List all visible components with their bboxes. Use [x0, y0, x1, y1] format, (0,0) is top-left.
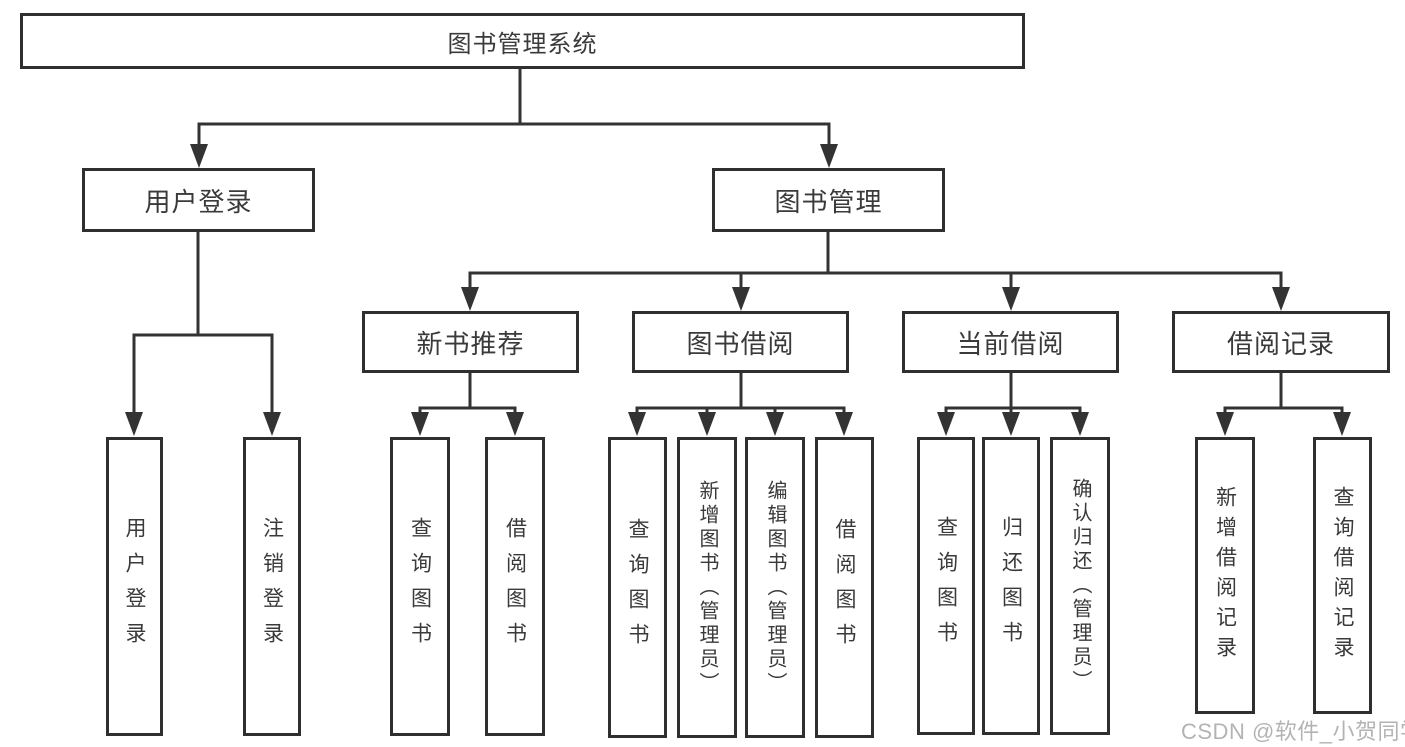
- leaf-borrow-books-1: 借阅图书: [485, 437, 545, 736]
- leaf-query-books-2: 查询图书: [608, 437, 667, 738]
- leaf-label: 借阅图书: [833, 517, 856, 658]
- leaf-label: 查询图书: [408, 516, 432, 657]
- node-user-login: 用户登录: [82, 168, 315, 232]
- leaf-logout: 注销登录: [243, 437, 301, 736]
- node-label: 图书管理: [774, 186, 883, 217]
- leaf-label: 借阅图书: [503, 516, 527, 657]
- node-label: 图书管理系统: [447, 30, 598, 58]
- leaf-label: 新增借阅记录: [1213, 485, 1237, 666]
- leaf-borrow-books-2: 借阅图书: [815, 437, 874, 738]
- leaf-label: 编辑图书（管理员）: [764, 479, 786, 696]
- node-borrow-record: 借阅记录: [1172, 311, 1390, 373]
- leaf-query-books-1: 查询图书: [390, 437, 450, 736]
- leaf-label: 查询图书: [934, 516, 958, 656]
- node-label: 借阅记录: [1226, 328, 1335, 359]
- leaf-label: 用户登录: [123, 516, 146, 657]
- leaf-query-books-3: 查询图书: [917, 437, 975, 735]
- leaf-label: 新增图书（管理员）: [696, 479, 718, 696]
- node-library-management-system: 图书管理系统: [20, 13, 1025, 69]
- leaf-add-books-admin: 新增图书（管理员）: [677, 437, 737, 738]
- leaf-label: 注销登录: [260, 516, 284, 657]
- leaf-edit-books-admin: 编辑图书（管理员）: [745, 437, 805, 738]
- leaf-label: 归还图书: [999, 516, 1023, 656]
- node-label: 新书推荐: [416, 328, 525, 359]
- leaf-confirm-return-admin: 确认归还（管理员）: [1050, 437, 1110, 735]
- node-label: 当前借阅: [956, 328, 1065, 359]
- node-label: 图书借阅: [686, 328, 795, 359]
- node-book-borrow: 图书借阅: [632, 311, 849, 373]
- leaf-label: 查询借阅记录: [1331, 485, 1354, 666]
- leaf-query-borrow-record: 查询借阅记录: [1313, 437, 1372, 714]
- arrowhead-group: [125, 144, 1351, 436]
- node-book-management: 图书管理: [712, 168, 945, 232]
- watermark: CSDN @软件_小贺同学: [1181, 719, 1405, 744]
- leaf-label: 查询图书: [626, 517, 649, 658]
- leaf-label: 确认归还（管理员）: [1069, 478, 1091, 694]
- node-current-borrow: 当前借阅: [902, 311, 1119, 373]
- leaf-return-books: 归还图书: [982, 437, 1040, 735]
- node-label: 用户登录: [144, 186, 253, 217]
- leaf-add-borrow-record: 新增借阅记录: [1195, 437, 1255, 714]
- leaf-user-login: 用户登录: [106, 437, 163, 736]
- node-new-book-recommend: 新书推荐: [362, 311, 579, 373]
